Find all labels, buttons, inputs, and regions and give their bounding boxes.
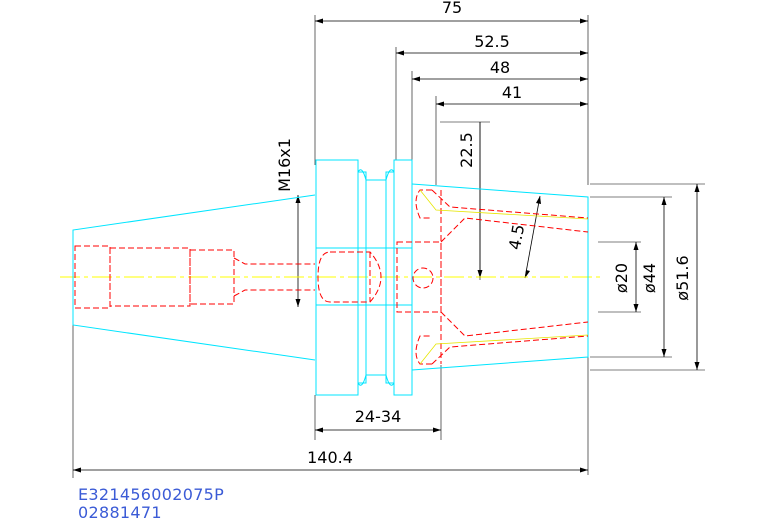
dim-thread: M16x1 (275, 138, 294, 192)
dimension-lines (73, 18, 700, 473)
dim-52-5: 52.5 (474, 32, 510, 51)
dim-dia-51-6: ø51.6 (673, 255, 692, 300)
dim-48: 48 (490, 58, 510, 77)
part-number: E321456002075P (78, 485, 225, 504)
dim-140-4: 140.4 (307, 448, 353, 467)
dim-dia-44: ø44 (640, 263, 659, 293)
tool-holder-outline (72, 159, 589, 396)
dim-24-34: 24-34 (355, 407, 402, 426)
order-number: 02881471 (78, 503, 162, 522)
dim-41: 41 (502, 83, 522, 102)
hidden-features (74, 189, 589, 365)
collet-lines (419, 189, 589, 365)
dim-dia-20: ø20 (612, 263, 631, 293)
dim-4-5: 4.5 (505, 223, 528, 251)
dim-22-5: 22.5 (457, 132, 476, 168)
dim-75: 75 (442, 0, 462, 17)
